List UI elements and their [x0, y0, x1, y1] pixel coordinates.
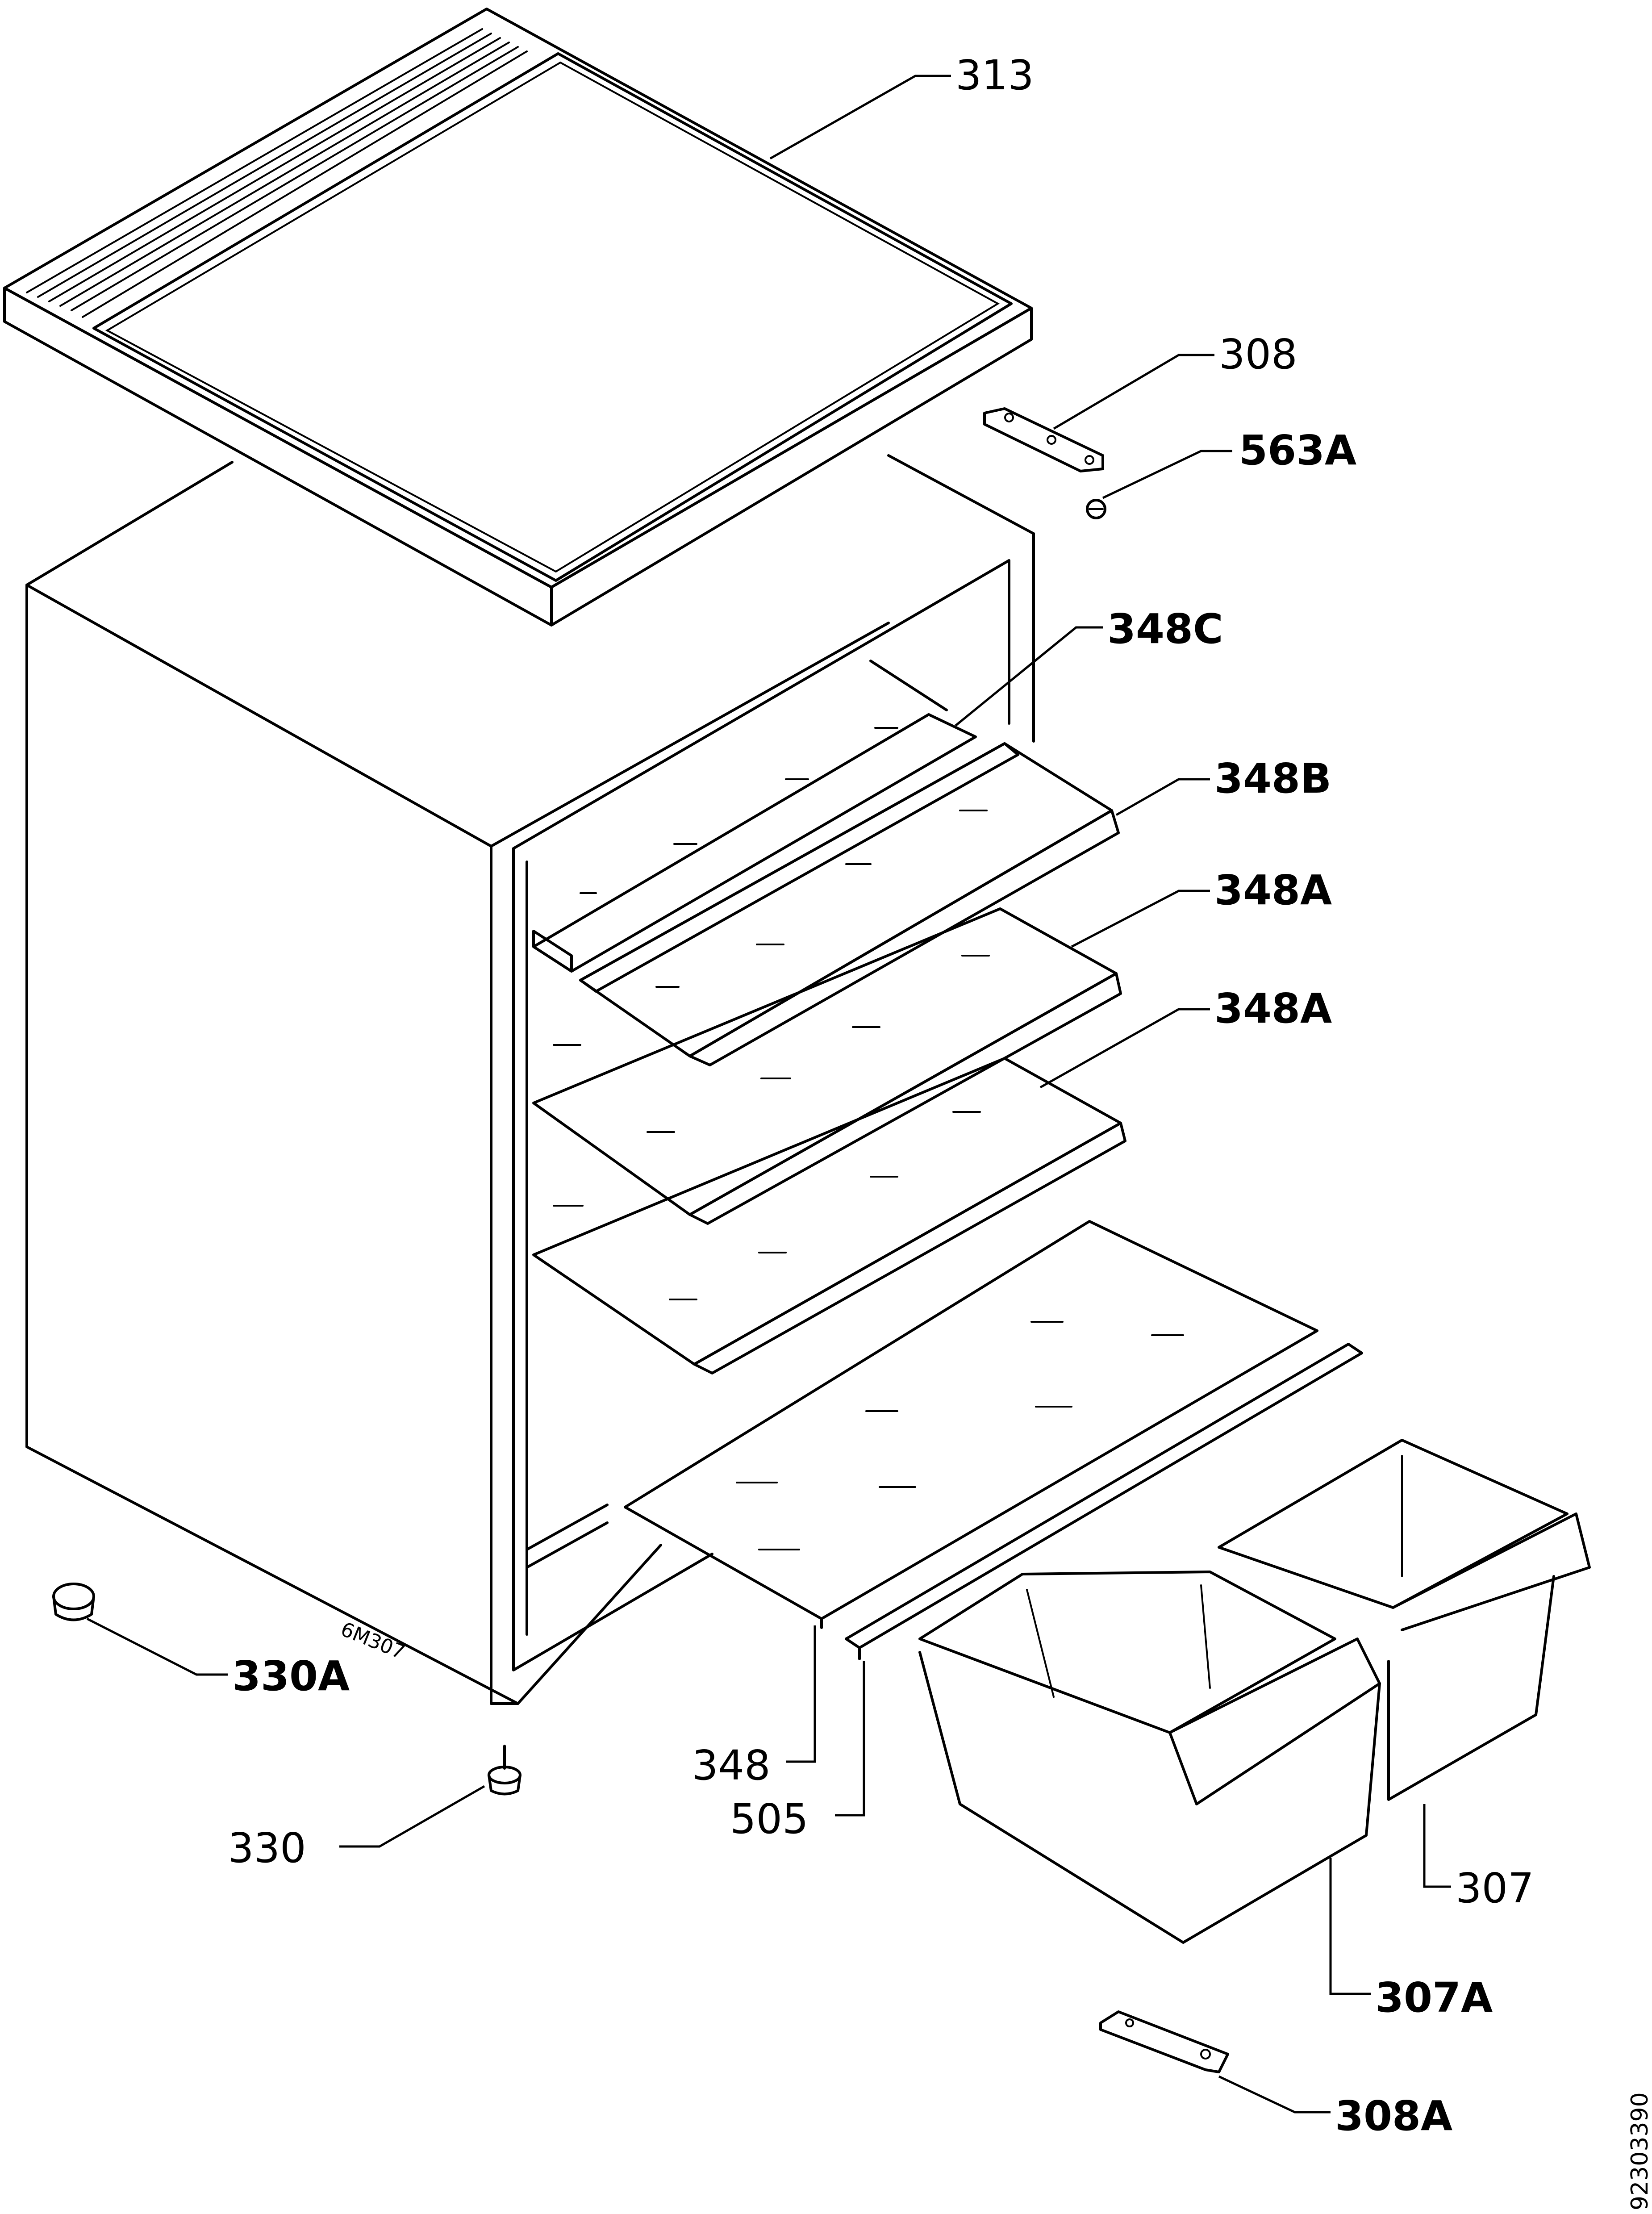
cabinet-body: [25, 454, 1035, 1705]
shelf-348A-upper: [532, 907, 1122, 1225]
label-308A: 308A: [1335, 2092, 1452, 2140]
label-307A: 307A: [1375, 1974, 1493, 2022]
adjustable-foot-330: [488, 1745, 521, 1796]
shelf-348B: [579, 742, 1120, 1066]
label-563A: 563A: [1239, 426, 1356, 474]
label-308: 308: [1219, 330, 1297, 378]
shelf-348C: [532, 660, 977, 973]
label-313: 313: [955, 51, 1034, 99]
label-307: 307: [1456, 1864, 1534, 1912]
leader-lines: [86, 75, 1451, 2114]
shelf-strip-505: [845, 1343, 1363, 1660]
label-330: 330: [228, 1824, 306, 1872]
hinge-pin-563A: [1086, 499, 1106, 519]
top-cover-313: [3, 8, 1033, 627]
bottom-hinge-308A: [1099, 2010, 1229, 2073]
crisper-drawer-307: [1218, 1439, 1591, 1801]
label-348C: 348C: [1107, 605, 1223, 653]
label-348A-lower: 348A: [1214, 985, 1332, 1032]
label-348B: 348B: [1214, 755, 1331, 802]
crisper-drawer-307A: [918, 1571, 1381, 1944]
foot-cap-330A: [52, 1583, 95, 1621]
top-hinge-308: [983, 407, 1104, 472]
label-330A: 330A: [232, 1652, 350, 1700]
document-number: 92303390: [1627, 2092, 1652, 2210]
shelf-348A-lower: [532, 1057, 1126, 1374]
label-348A-upper: 348A: [1214, 866, 1332, 914]
label-505: 505: [730, 1795, 809, 1843]
crisper-cover-348: [624, 1220, 1318, 1629]
label-348: 348: [692, 1742, 771, 1789]
